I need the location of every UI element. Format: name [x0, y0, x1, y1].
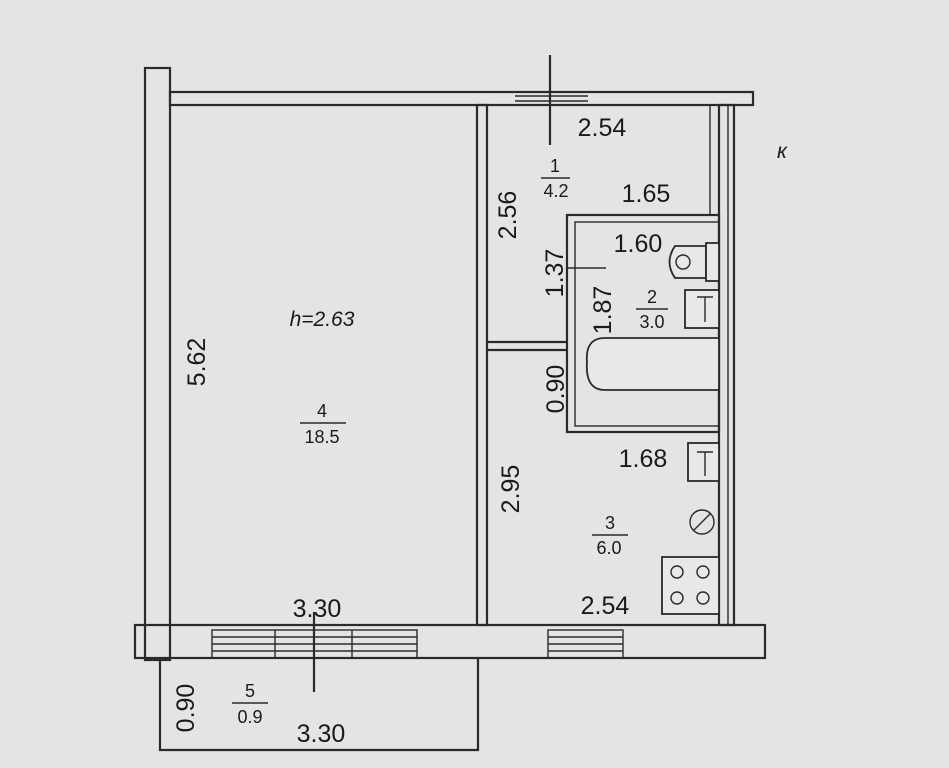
- room-5-area: 0.9: [237, 707, 262, 727]
- room-3-area: 6.0: [596, 538, 621, 558]
- section-lines: [312, 55, 552, 692]
- corner-mark: к: [777, 140, 788, 163]
- room-5-number: 5: [245, 681, 255, 701]
- dim-bath-width: 1.60: [614, 230, 663, 258]
- ceiling-height: h=2.63: [290, 308, 355, 331]
- dim-balcony-width: 3.30: [297, 720, 346, 748]
- dim-kitchen-sub: 1.68: [619, 445, 668, 473]
- dim-room-width: 3.30: [293, 595, 342, 623]
- dim-room-length: 5.62: [183, 338, 211, 387]
- room-4-area: 18.5: [304, 427, 339, 447]
- dim-bath-offset: 0.90: [542, 365, 570, 414]
- dim-kitchen-width: 2.54: [581, 592, 630, 620]
- room-1-area: 4.2: [543, 181, 568, 201]
- room-labels: 1 4.2 2 3.0 3 6.0 4 18.5 5 0.9 h=2.63: [232, 156, 668, 727]
- dim-kitchen-length: 2.95: [497, 465, 525, 514]
- bottom-window-kitchen: [547, 629, 624, 659]
- room-4-number: 4: [317, 401, 327, 421]
- room-1-number: 1: [550, 156, 560, 176]
- dim-hall-depth: 1.65: [622, 180, 671, 208]
- room-2-number: 2: [647, 287, 657, 307]
- room-3-number: 3: [605, 513, 615, 533]
- dim-bath-length: 1.87: [589, 286, 617, 335]
- dim-balcony-depth: 0.90: [172, 684, 200, 733]
- outer-walls: [133, 66, 767, 662]
- balcony: [158, 658, 480, 752]
- dim-hall-length: 2.56: [494, 191, 522, 240]
- kitchen-fixtures: [661, 442, 720, 615]
- dim-hall-width-top: 2.54: [578, 114, 627, 142]
- room-2-area: 3.0: [639, 312, 664, 332]
- top-window: [515, 95, 588, 102]
- dimension-labels: 2.54 1.65 1.60 1.68 2.54 3.30 3.30 5.62 …: [172, 114, 670, 748]
- bathroom-fixtures: [585, 242, 720, 391]
- dim-bath-side: 1.37: [541, 249, 569, 298]
